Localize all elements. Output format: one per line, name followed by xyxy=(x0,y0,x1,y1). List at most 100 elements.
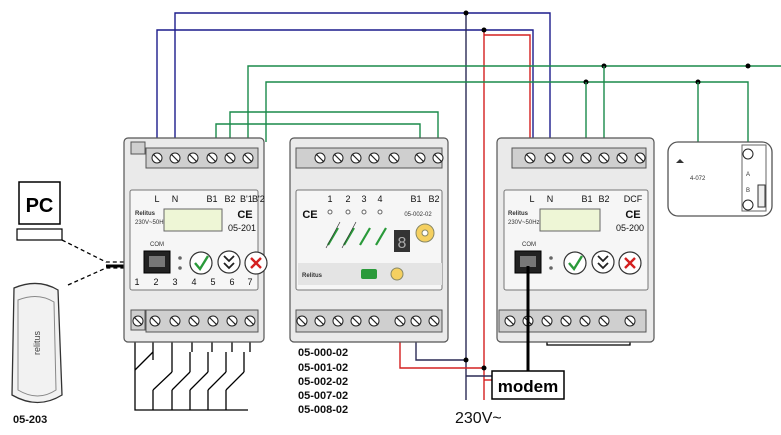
wire-bus-link xyxy=(229,111,439,142)
svg-text:4: 4 xyxy=(377,194,382,204)
junction-dot xyxy=(745,63,751,69)
module-05-002-02: 1 2 3 4 B1 B2 CE 05-002-02 8 Relitus 05-… xyxy=(289,137,449,416)
scroll-button[interactable] xyxy=(217,250,241,274)
junction-dot xyxy=(481,365,487,371)
led-indicator xyxy=(178,266,182,270)
cancel-button[interactable] xyxy=(618,251,642,275)
svg-text:1: 1 xyxy=(134,277,139,287)
wire-neutral xyxy=(174,12,551,142)
model-label: 05-002-02 xyxy=(404,212,432,218)
switch-array xyxy=(134,335,251,411)
top-screws xyxy=(314,152,444,164)
svg-text:4: 4 xyxy=(191,277,196,287)
bottom-screws xyxy=(296,315,440,327)
modem-device: modem xyxy=(491,370,565,400)
pc-keyboard xyxy=(16,228,63,241)
brand-label: Relitus xyxy=(302,273,323,279)
led-indicator xyxy=(549,266,553,270)
led-indicator xyxy=(549,256,553,260)
svg-text:3: 3 xyxy=(172,277,177,287)
scroll-button[interactable] xyxy=(591,250,615,274)
pc-box xyxy=(18,181,61,225)
check-icon xyxy=(568,255,584,272)
test-button[interactable] xyxy=(361,269,377,279)
svg-text:L: L xyxy=(154,194,159,204)
svg-text:05-008-02: 05-008-02 xyxy=(298,404,348,416)
lcd-display xyxy=(539,208,601,232)
com-label: COM xyxy=(150,242,164,248)
top-screws xyxy=(524,152,646,164)
close-icon xyxy=(250,257,262,269)
confirm-button[interactable] xyxy=(189,251,213,275)
modem-label: modem xyxy=(498,377,558,396)
wiring xyxy=(134,10,781,411)
bottom-terminal-block xyxy=(498,309,647,333)
svg-text:B2: B2 xyxy=(224,194,235,204)
wire-bottom-b xyxy=(415,335,466,361)
chevron-double-down-icon xyxy=(597,255,609,270)
channel-labels: 1 2 3 4 B1 B2 xyxy=(327,194,439,204)
svg-text:B'2: B'2 xyxy=(252,194,265,204)
wire-bus-link xyxy=(215,123,421,142)
check-icon xyxy=(194,255,210,272)
top-terminal-block xyxy=(145,147,259,169)
channel-leds xyxy=(327,209,383,215)
svg-text:05-000-02: 05-000-02 xyxy=(298,347,348,359)
terminal-a-label: A xyxy=(746,172,750,178)
model-label: 05-201 xyxy=(228,223,256,233)
svg-text:B2: B2 xyxy=(428,194,439,204)
junction-dot xyxy=(481,27,487,33)
compatible-models: 05-000-02 05-001-02 05-002-02 05-007-02 … xyxy=(298,347,348,416)
junction-dot xyxy=(463,10,469,16)
top-terminal-block xyxy=(511,147,647,169)
supply-label: 230V~ xyxy=(455,410,502,427)
svg-text:1: 1 xyxy=(327,194,332,204)
led-indicator xyxy=(178,256,182,260)
ce-mark: CE xyxy=(302,209,317,221)
model-label: 05-200 xyxy=(616,223,644,233)
wire-live xyxy=(156,29,534,142)
top-screws xyxy=(151,152,254,164)
svg-text:2: 2 xyxy=(153,277,158,287)
terminal-labels: L N B1 B2 DCF xyxy=(529,194,642,204)
svg-text:L: L xyxy=(529,194,534,204)
dongle-body xyxy=(11,282,63,404)
svg-text:05-002-02: 05-002-02 xyxy=(298,376,348,388)
lcd-display xyxy=(163,208,223,232)
junction-dot xyxy=(463,357,469,363)
svg-text:N: N xyxy=(547,194,554,204)
svg-text:5: 5 xyxy=(210,277,215,287)
svg-text:7: 7 xyxy=(247,277,252,287)
svg-text:3: 3 xyxy=(361,194,366,204)
mode-knob[interactable] xyxy=(390,267,404,281)
dongle-brand: relitus xyxy=(32,330,42,355)
svg-text:B1: B1 xyxy=(206,194,217,204)
wire-bottom-b-red xyxy=(399,335,484,369)
svg-text:6: 6 xyxy=(229,277,234,287)
relay-contacts xyxy=(325,221,387,249)
module-05-201: L N B1 B2 B'1 B'2 Relitus 230V~50Hz CE 0… xyxy=(123,137,268,343)
voltage-label: 230V~50Hz xyxy=(135,220,167,226)
svg-text:8: 8 xyxy=(398,235,407,252)
bottom-numbers: 1 2 3 4 5 6 7 xyxy=(134,277,252,287)
confirm-button[interactable] xyxy=(563,251,587,275)
svg-text:B'1: B'1 xyxy=(240,194,253,204)
front-plate xyxy=(503,189,649,291)
dongle-model: 05-203 xyxy=(13,414,47,426)
svg-text:05-007-02: 05-007-02 xyxy=(298,390,348,402)
svg-text:B2: B2 xyxy=(598,194,609,204)
svg-text:05-001-02: 05-001-02 xyxy=(298,362,348,374)
sensor-model: 4-072 xyxy=(690,176,706,182)
ce-mark: CE xyxy=(625,209,640,221)
ce-mark: CE xyxy=(237,209,252,221)
cancel-button[interactable] xyxy=(244,251,268,275)
svg-text:B1: B1 xyxy=(581,194,592,204)
terminal-labels: L N B1 B2 B'1 B'2 xyxy=(154,194,264,204)
usb-dongle: relitus 05-203 xyxy=(11,282,63,426)
brand-label: Relitus xyxy=(135,211,156,217)
bottom-screws xyxy=(132,315,256,327)
wire-red-link xyxy=(484,34,531,142)
sensor-4-072: 4-072 A B xyxy=(667,141,773,217)
terminal-b-label: B xyxy=(746,188,750,194)
